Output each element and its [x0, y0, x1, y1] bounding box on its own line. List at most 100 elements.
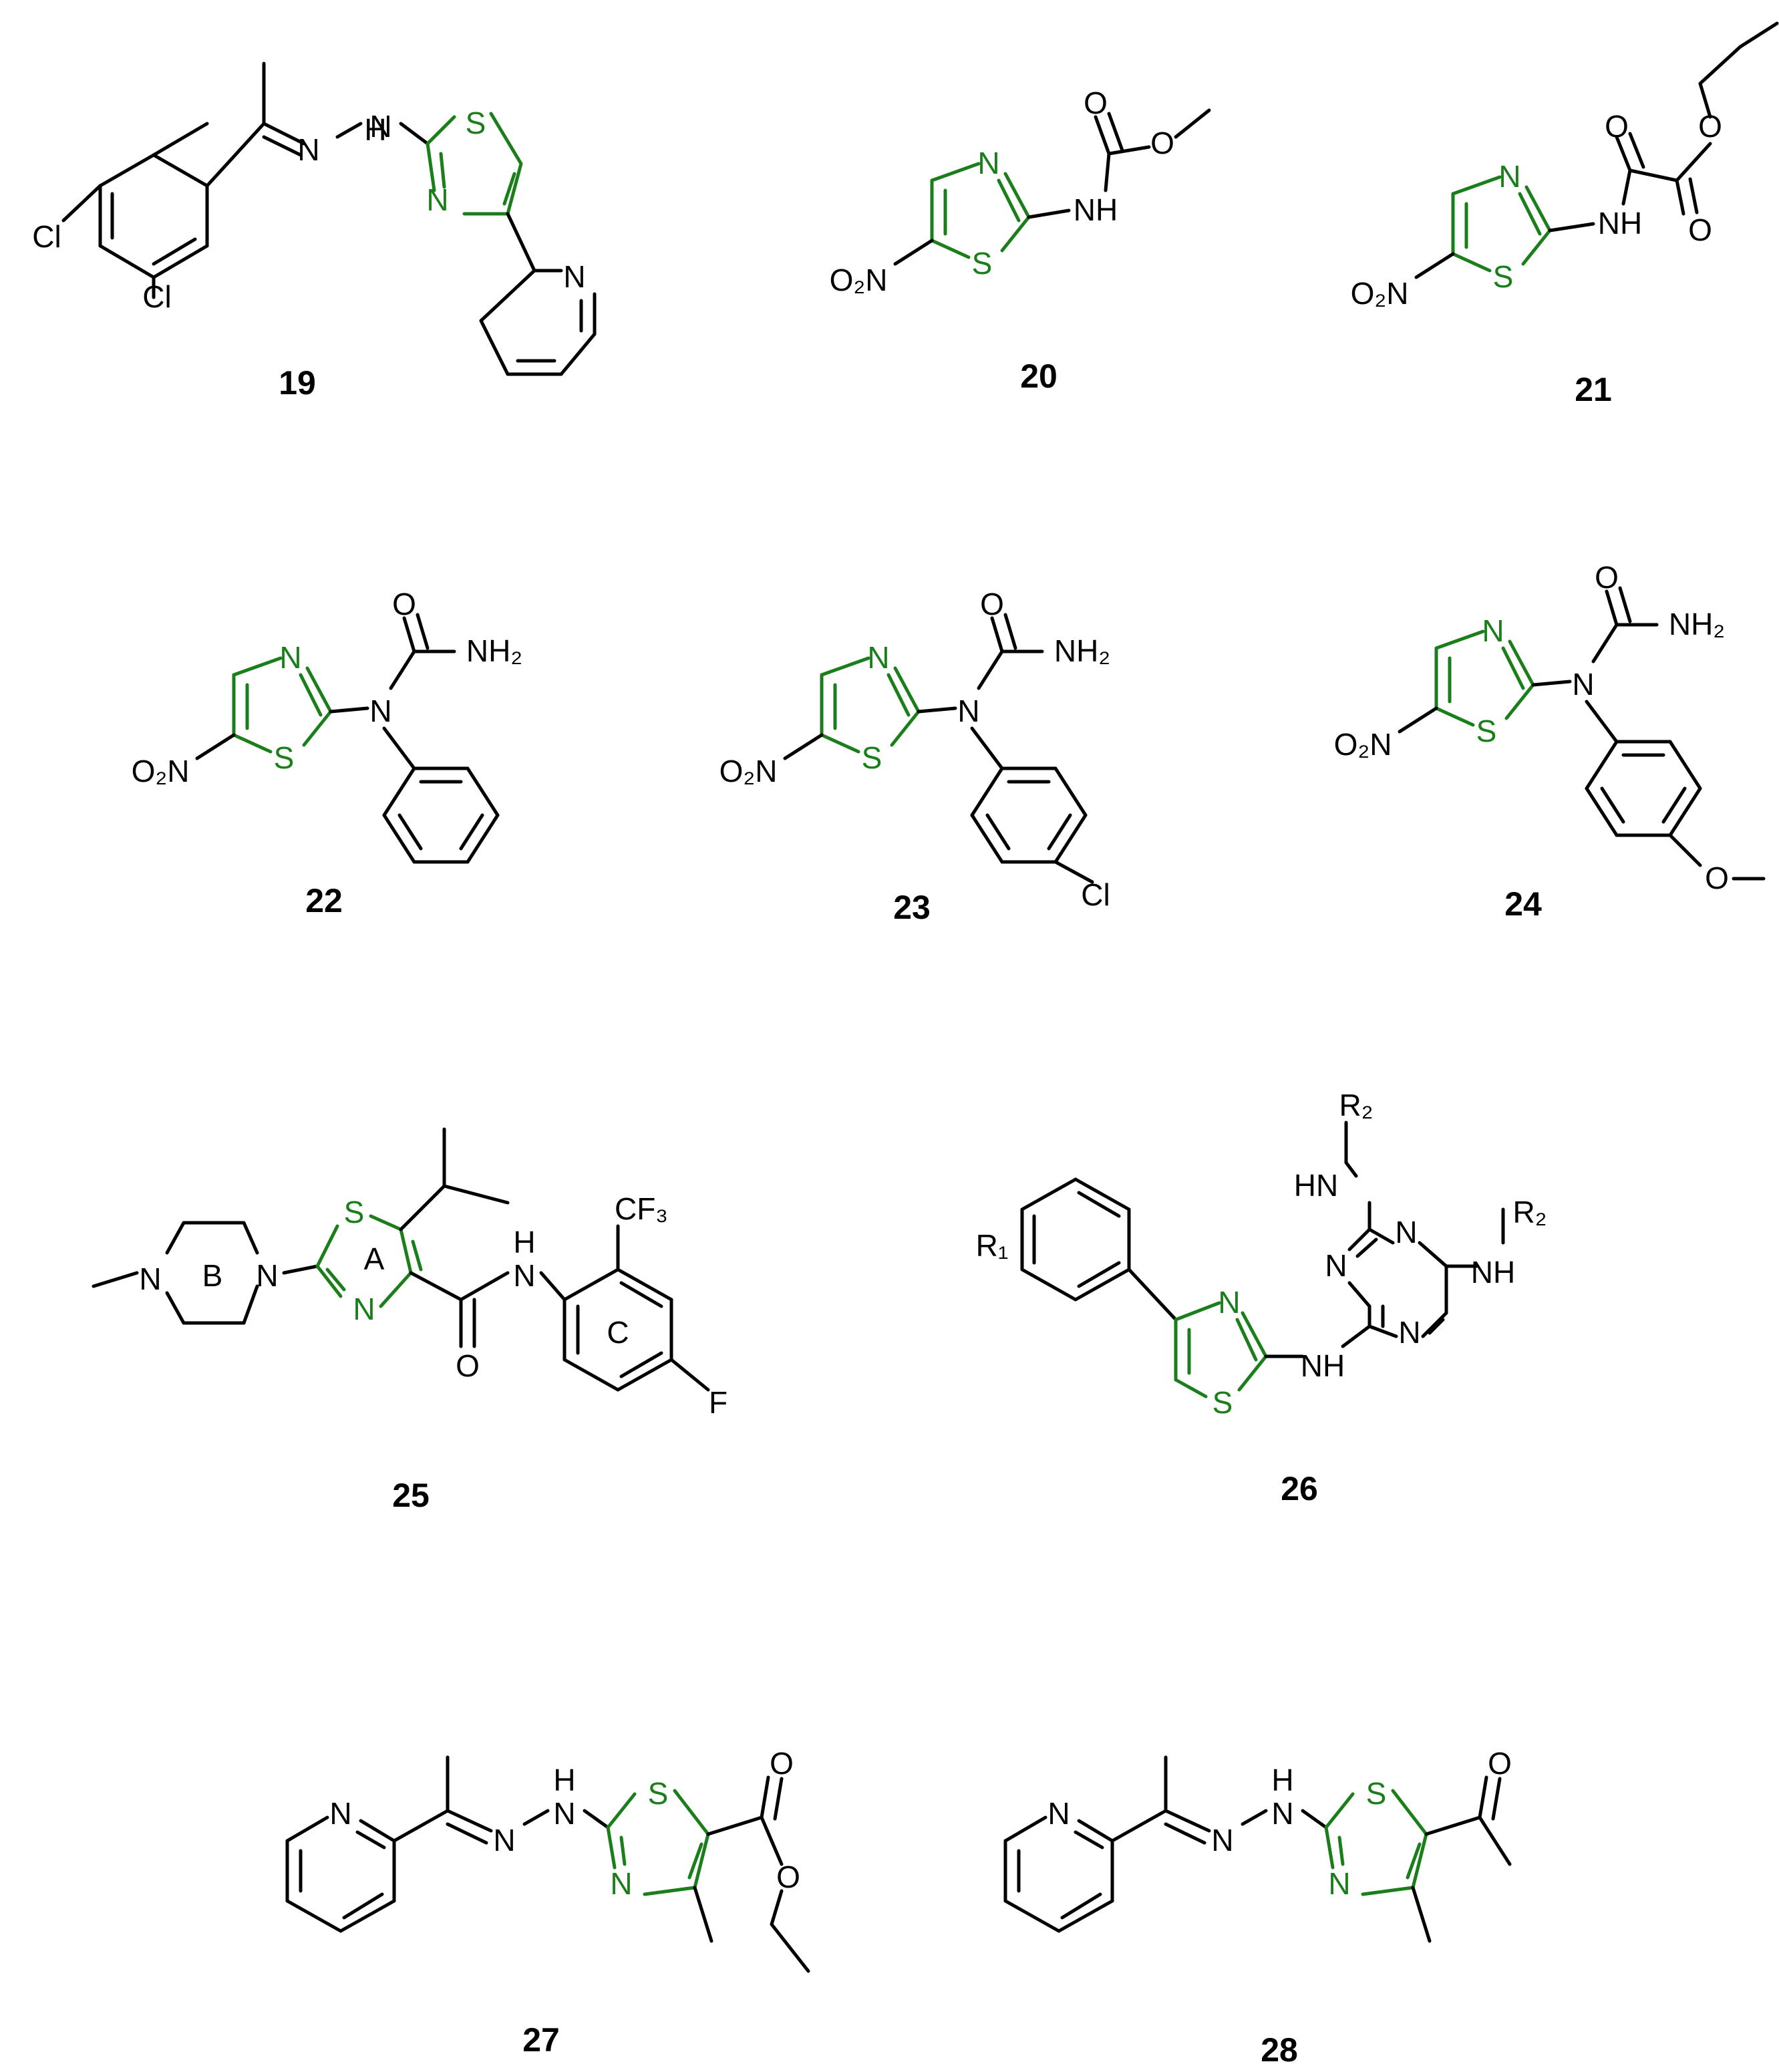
atom-o: O — [1705, 861, 1729, 895]
atom-o: O — [456, 1348, 480, 1383]
atom-nh-n: N — [369, 109, 391, 144]
atom-h: H — [1271, 1763, 1293, 1797]
ring-label-c: C — [607, 1315, 629, 1350]
atom-h: H — [364, 112, 386, 147]
compound-label-22: 22 — [305, 882, 343, 919]
compound-label-19: 19 — [279, 364, 316, 402]
compound-label-20: 20 — [1020, 357, 1058, 395]
compound-21 — [1414, 21, 1779, 279]
atom-s: S — [1366, 1776, 1387, 1811]
atom-n: N — [610, 1866, 632, 1901]
atom-n: N — [553, 1796, 575, 1831]
atom-nh2: NH₂ — [1054, 633, 1110, 668]
atom-s: S — [1212, 1385, 1233, 1420]
atom-n: N — [369, 694, 391, 728]
atom-s: S — [466, 106, 486, 140]
atom-s: S — [862, 740, 882, 775]
atom-h: H — [553, 1763, 575, 1797]
atom-o: O — [980, 587, 1004, 621]
atom-o: O — [770, 1746, 794, 1781]
atom-n: N — [977, 146, 999, 180]
atom-o: O — [1595, 560, 1619, 595]
compound-label-28: 28 — [1261, 2031, 1298, 2069]
compound-28 — [1003, 1755, 1512, 1943]
compound-22 — [195, 613, 500, 864]
atom-n: N — [426, 182, 448, 217]
atom-n: N — [1395, 1215, 1417, 1249]
ring-label-b: B — [202, 1258, 223, 1293]
compound-label-26: 26 — [1281, 1470, 1318, 1507]
atom-n: N — [513, 1258, 535, 1293]
atom-o: O — [776, 1860, 800, 1894]
compound-label-27: 27 — [522, 2021, 560, 2059]
atom-n: N — [957, 694, 979, 728]
atom-s: S — [972, 246, 993, 281]
compound-25 — [92, 1127, 710, 1392]
atom-n: N — [1211, 1823, 1233, 1858]
atom-o: O — [392, 587, 416, 621]
compound-26 — [1020, 1121, 1505, 1398]
atom-s: S — [344, 1195, 365, 1229]
atom-n: N — [139, 1262, 161, 1296]
atom-nh: NH — [1074, 192, 1118, 227]
atom-n: N — [1498, 159, 1520, 194]
atom-o: O — [1150, 126, 1174, 160]
atom-n: N — [1482, 613, 1504, 648]
atom-o: O — [1698, 109, 1722, 144]
atom-n: N — [353, 1292, 375, 1326]
atom-cl: Cl — [1081, 877, 1110, 912]
compound-20 — [893, 108, 1211, 266]
atom-n: N — [1271, 1796, 1293, 1831]
atom-n: N — [493, 1823, 515, 1858]
atom-n: N — [1325, 1248, 1347, 1283]
atom-o: O — [1605, 109, 1629, 144]
ring-label-a: A — [364, 1241, 385, 1276]
atom-o2n: O₂N — [132, 754, 190, 788]
compound-24 — [1398, 586, 1766, 881]
atom-n: N — [1328, 1866, 1350, 1901]
atom-o2n: O₂N — [1334, 727, 1392, 762]
atom-o2n: O₂N — [830, 263, 888, 297]
compound-23 — [783, 613, 1094, 884]
atom-o: O — [1084, 86, 1108, 120]
atom-n: N — [1398, 1315, 1420, 1350]
atom-n: N — [1572, 667, 1594, 702]
atom-o2n: O₂N — [719, 754, 778, 788]
atom-n: N — [256, 1258, 278, 1293]
atom-cf3: CF₃ — [615, 1191, 668, 1226]
compound-label-25: 25 — [392, 1477, 430, 1514]
atom-r2: R₂ — [1512, 1195, 1547, 1229]
atom-s: S — [648, 1776, 669, 1811]
atom-n: N — [329, 1796, 351, 1831]
atom-r2: R₂ — [1339, 1088, 1373, 1123]
atom-nh: NH — [1471, 1255, 1515, 1290]
compound-27 — [285, 1755, 810, 1973]
atom-o: O — [1688, 212, 1712, 247]
atom-nh: NH — [1598, 206, 1642, 241]
atom-s: S — [274, 740, 295, 775]
atom-cl: Cl — [32, 219, 61, 254]
atom-n: N — [563, 259, 585, 294]
atom-cl: Cl — [142, 279, 171, 314]
atom-o2n: O₂N — [1351, 276, 1409, 311]
atom-n: N — [1047, 1796, 1070, 1831]
atom-nh: NH — [1301, 1348, 1345, 1383]
atom-f: F — [709, 1385, 727, 1420]
atom-n: N — [279, 640, 301, 675]
compound-19 — [61, 61, 597, 376]
compound-label-21: 21 — [1575, 371, 1612, 408]
atom-r1: R₁ — [976, 1228, 1009, 1263]
atom-nh2: NH₂ — [1669, 607, 1725, 641]
atom-n: N — [297, 132, 319, 167]
atom-o: O — [1488, 1746, 1512, 1781]
atom-s: S — [1493, 259, 1514, 294]
atom-n: N — [867, 640, 889, 675]
atom-n: N — [1218, 1285, 1240, 1320]
atom-h: H — [513, 1225, 535, 1260]
compound-label-24: 24 — [1504, 885, 1542, 923]
atom-nh2: NH₂ — [466, 633, 522, 668]
compound-label-23: 23 — [893, 889, 931, 926]
atom-hn: HN — [1294, 1168, 1338, 1203]
atom-s: S — [1476, 714, 1497, 748]
